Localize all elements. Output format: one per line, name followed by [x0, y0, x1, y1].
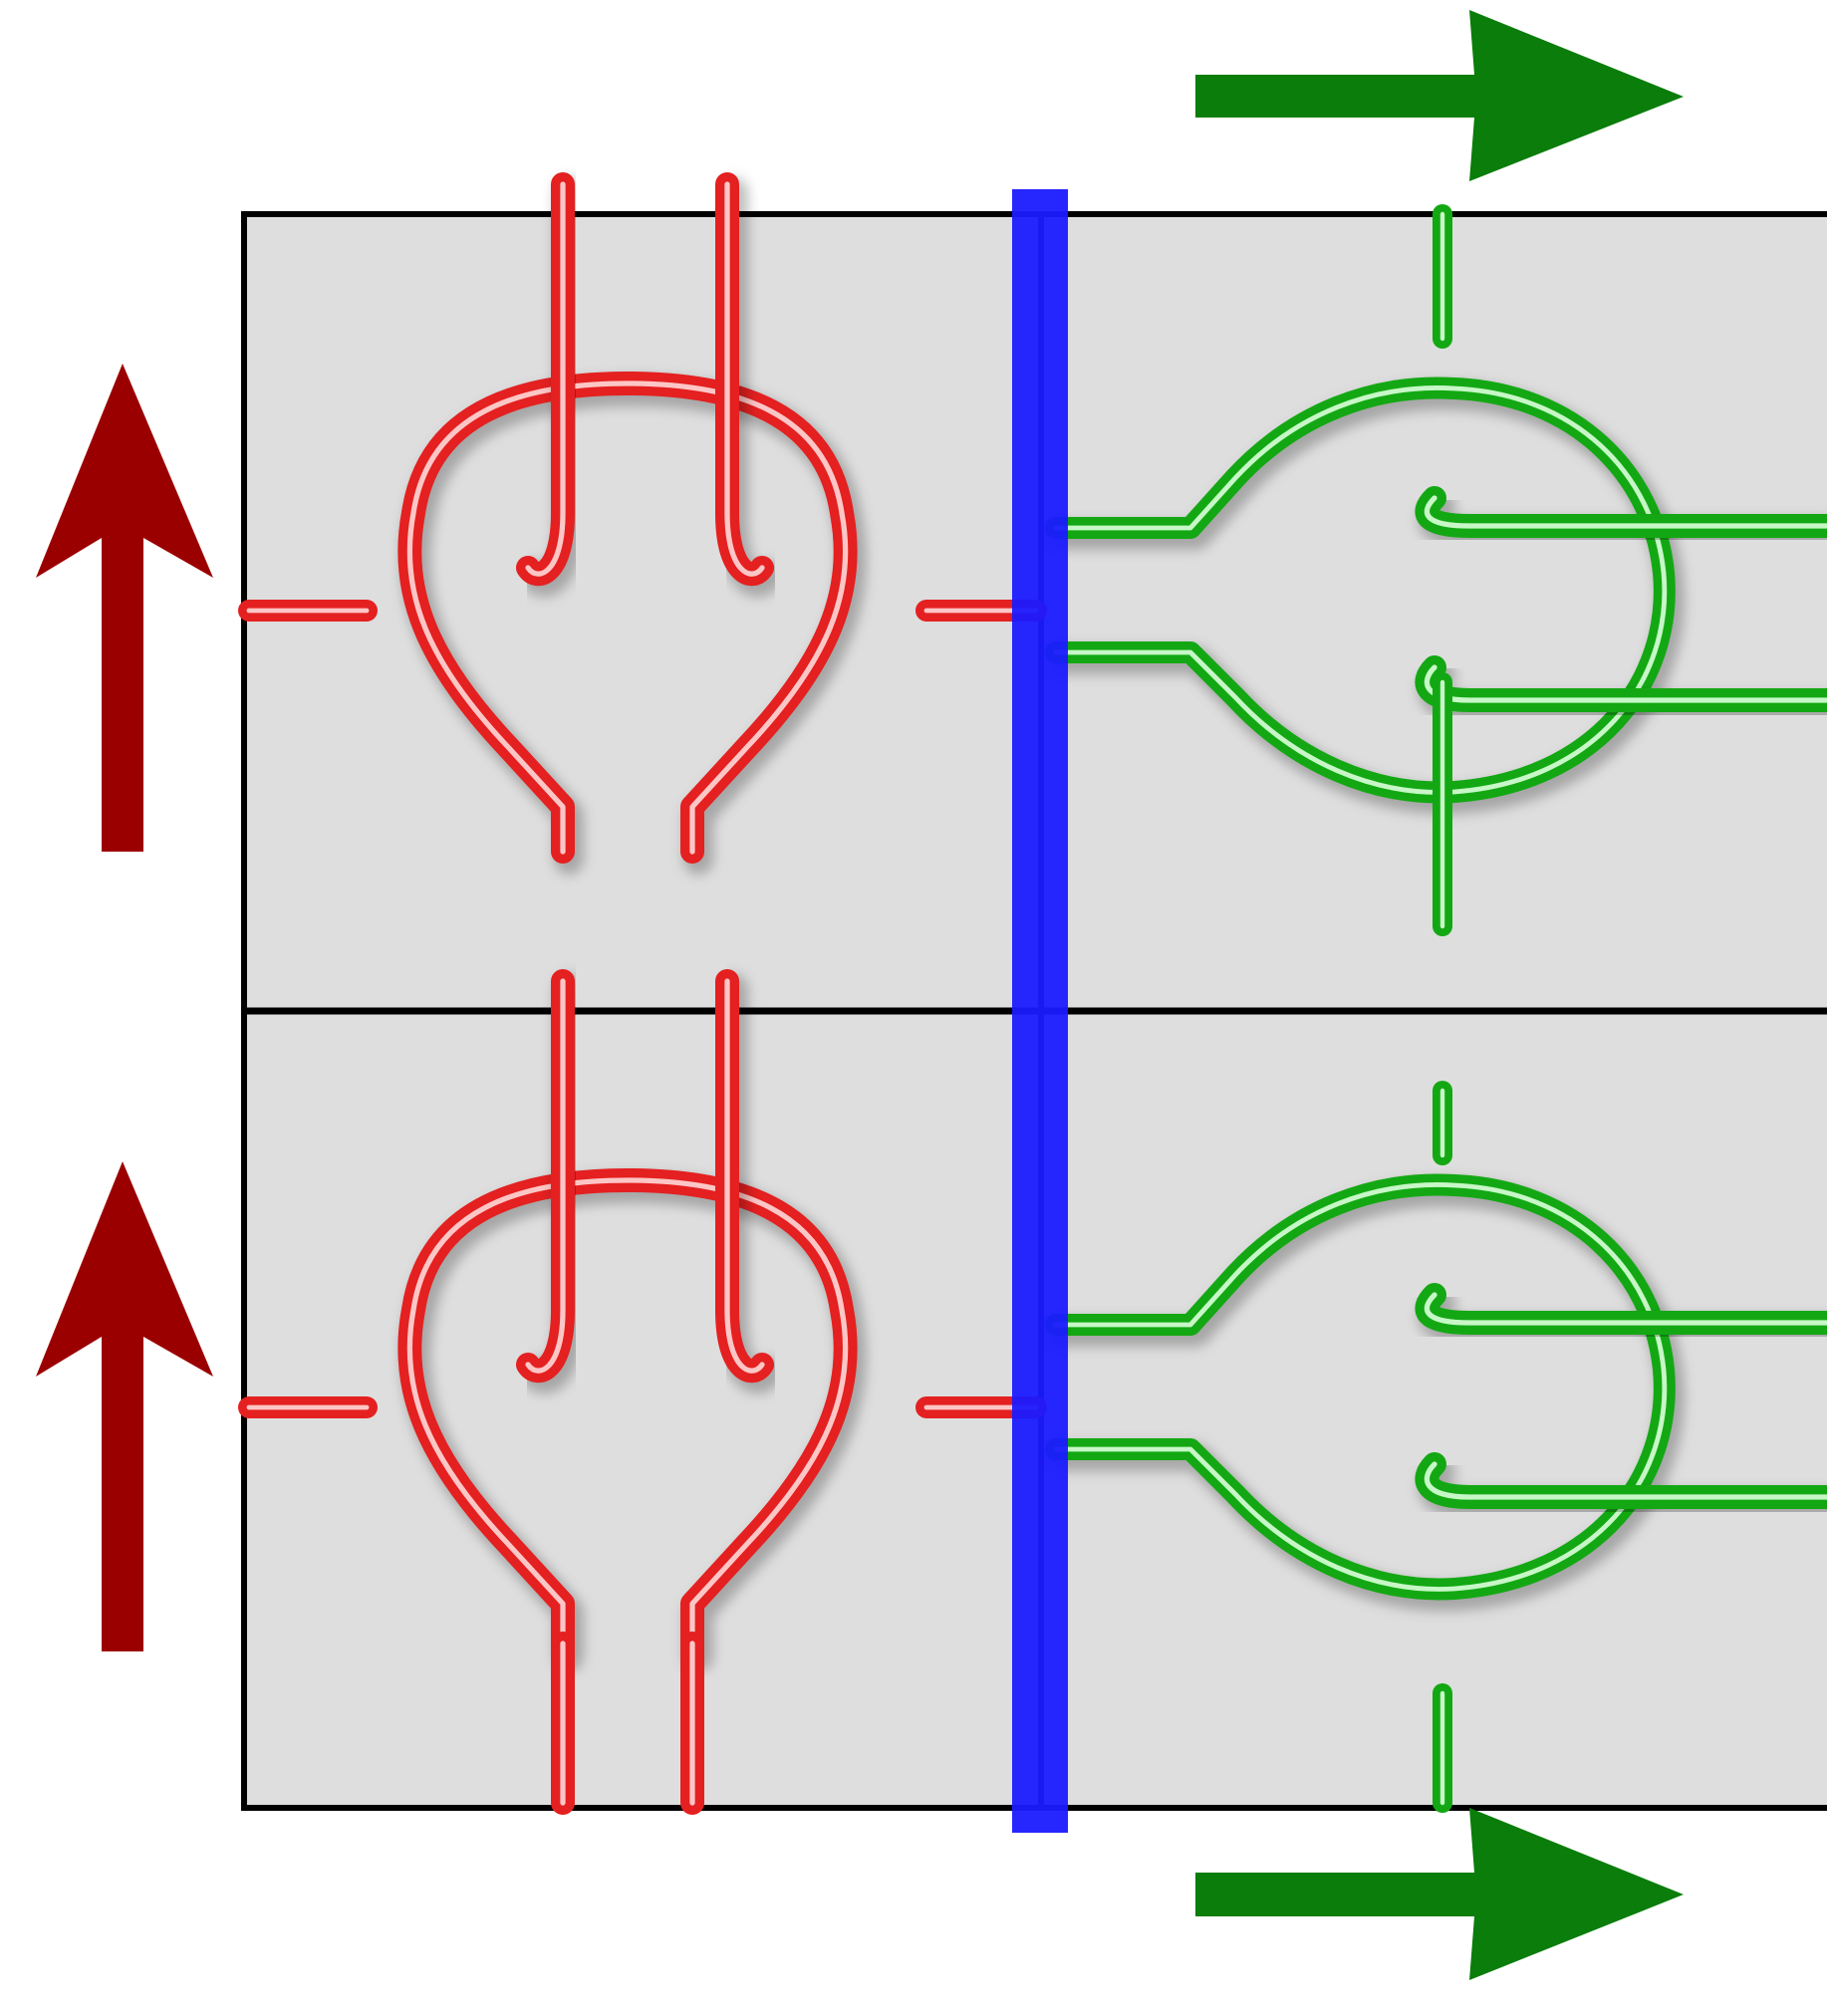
green-strand-group — [1045, 204, 1827, 1824]
red-unit-1-left-hook-highlight — [525, 181, 566, 577]
green-unit-1-lower-hook-highlight — [1424, 664, 1827, 703]
red-unit-2-loop-highlight — [406, 1177, 849, 1651]
green-unit-2-upper-hook-highlight — [1424, 1292, 1827, 1326]
blue-divider-bar — [1012, 189, 1068, 1833]
green-unit-2-loop-highlight — [1053, 1182, 1668, 1592]
arrow-group — [36, 10, 1684, 1980]
green-arrow-top-icon — [1195, 10, 1684, 181]
red-unit-2-right-hook-highlight — [724, 978, 765, 1374]
red-unit-1-right-hook-highlight — [724, 181, 765, 577]
green-unit-1-upper-hook-highlight — [1424, 495, 1827, 529]
red-arrow-lower-icon — [36, 1161, 213, 1651]
red-unit-1-loop-highlight — [406, 380, 849, 855]
green-unit-2-lower-hook-highlight — [1424, 1461, 1827, 1500]
red-arrow-upper-icon — [36, 364, 213, 852]
red-unit-2-left-hook-highlight — [525, 978, 566, 1374]
green-unit-1-loop-highlight — [1053, 385, 1668, 795]
green-arrow-bottom-icon — [1195, 1808, 1684, 1980]
